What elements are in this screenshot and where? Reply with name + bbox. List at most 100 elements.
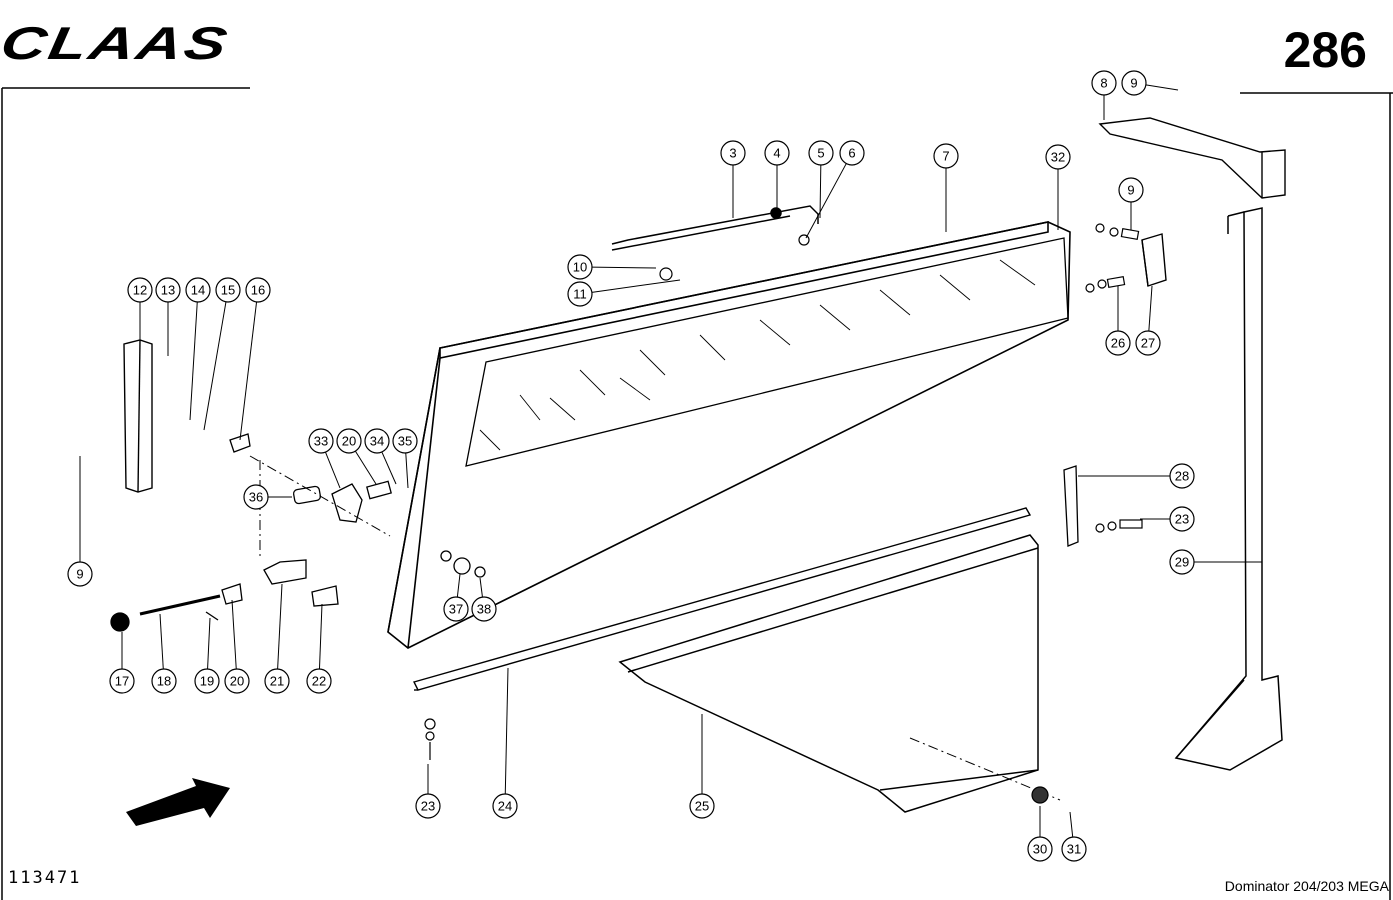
callout-c34: 34 [364, 428, 390, 454]
callout-c37: 37 [443, 596, 469, 622]
callout-label: 9 [76, 567, 83, 582]
callout-c18: 18 [151, 668, 177, 694]
callout-circle [1061, 836, 1087, 862]
leader-line-c33 [325, 451, 341, 489]
leader-line-c27 [1148, 285, 1153, 332]
page-number: 286 [1283, 22, 1367, 78]
leader-line-c6 [805, 163, 847, 239]
callout-c9a: 9 [1121, 70, 1147, 96]
leader-line-c5 [819, 164, 822, 219]
right-hardware [424, 223, 1143, 804]
leader-line-c20b [231, 599, 237, 670]
callout-c23a: 23 [1169, 506, 1195, 532]
callout-c20b: 20 [224, 668, 250, 694]
callout-c10: 10 [567, 254, 593, 280]
callout-c21: 21 [264, 668, 290, 694]
callout-c33: 33 [308, 428, 334, 454]
callout-c26: 26 [1105, 330, 1131, 356]
callout-c17: 17 [109, 668, 135, 694]
callout-label: 25 [695, 799, 709, 814]
assembly-centre-lines [249, 455, 1061, 801]
callout-circle [689, 793, 715, 819]
callout-circle [808, 140, 834, 166]
callout-c19: 19 [194, 668, 220, 694]
callout-label: 4 [773, 146, 780, 161]
callout-circle [933, 143, 959, 169]
callout-label: 19 [200, 674, 214, 689]
leader-line-c15 [203, 301, 227, 431]
callout-label: 33 [314, 434, 328, 449]
callout-label: 17 [115, 674, 129, 689]
leader-line-c10 [591, 266, 657, 269]
callout-c31: 31 [1061, 836, 1087, 862]
callout-label: 18 [157, 674, 171, 689]
callout-circle [1045, 144, 1071, 170]
leader-line-c19 [207, 617, 211, 670]
callout-leaders [79, 84, 1262, 838]
leader-line-c37 [456, 573, 461, 598]
callout-circle [336, 428, 362, 454]
callout-c9b: 9 [1118, 177, 1144, 203]
callout-circle [415, 793, 441, 819]
callout-c32: 32 [1045, 144, 1071, 170]
drawing-number: 113471 [8, 868, 82, 888]
callout-c12: 12 [127, 277, 153, 303]
leader-line-c9a [1145, 84, 1179, 91]
callout-label: 23 [421, 799, 435, 814]
leader-line-c31 [1069, 811, 1074, 838]
leader-line-c11 [591, 279, 681, 293]
callout-circle [364, 428, 390, 454]
callout-label: 29 [1175, 555, 1189, 570]
callout-circle [1135, 330, 1161, 356]
callout-label: 37 [449, 602, 463, 617]
callout-circle [109, 668, 135, 694]
callout-label: 38 [477, 602, 491, 617]
callout-label: 11 [573, 287, 587, 302]
leader-line-c14 [189, 301, 198, 421]
callout-label: 32 [1051, 150, 1065, 165]
callout-label: 12 [133, 283, 147, 298]
callout-label: 20 [230, 674, 244, 689]
callout-circle [308, 428, 334, 454]
callout-circle [1105, 330, 1131, 356]
leader-line-c18 [159, 613, 164, 670]
callout-c16: 16 [245, 277, 271, 303]
callout-label: 27 [1141, 336, 1155, 351]
callout-circle [567, 254, 593, 280]
leader-line-c35 [405, 452, 409, 489]
callout-c28: 28 [1169, 463, 1195, 489]
callout-circle [492, 793, 518, 819]
callout-label: 35 [398, 434, 412, 449]
seal-strip-part-24 [412, 507, 1032, 691]
callout-label: 14 [191, 283, 205, 298]
callout-label: 13 [161, 283, 175, 298]
leader-line-c24 [504, 667, 509, 795]
callout-circle [245, 277, 271, 303]
callout-c30: 30 [1027, 836, 1053, 862]
callout-circle [1027, 836, 1053, 862]
lock-hardware [110, 433, 486, 632]
rod-part-3 [611, 205, 819, 251]
callout-circle [194, 668, 220, 694]
callout-label: 9 [1127, 183, 1134, 198]
callout-c35: 35 [392, 428, 418, 454]
callout-label: 16 [251, 283, 265, 298]
callout-circle [1121, 70, 1147, 96]
callout-circle [720, 140, 746, 166]
callout-c38: 38 [471, 596, 497, 622]
callout-c24: 24 [492, 793, 518, 819]
callout-c9c: 9 [67, 561, 93, 587]
callout-circle [1169, 549, 1195, 575]
callout-circle [155, 277, 181, 303]
callout-label: 8 [1100, 76, 1107, 91]
callout-c11: 11 [567, 281, 593, 307]
callout-circle [215, 277, 241, 303]
bracket-part-8 [1098, 117, 1286, 199]
leader-line-c22 [318, 603, 323, 670]
callout-circle [151, 668, 177, 694]
callout-label: 28 [1175, 469, 1189, 484]
callout-circle [567, 281, 593, 307]
side-panel-part-7 [387, 221, 1071, 649]
lower-panel-part-25 [618, 534, 1039, 813]
